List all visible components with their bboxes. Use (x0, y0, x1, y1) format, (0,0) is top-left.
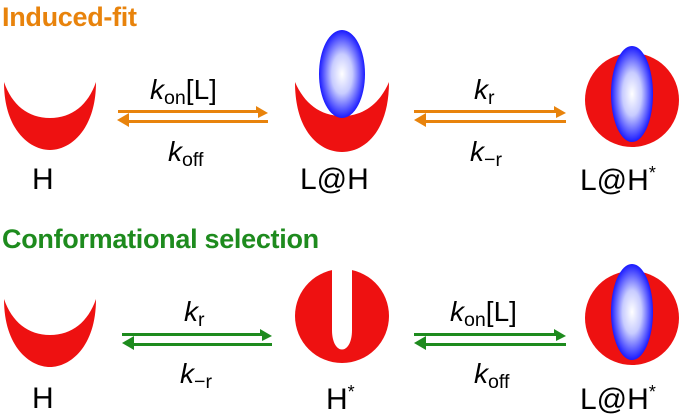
rate-label-kr: kr (474, 74, 495, 109)
species-label-LatH-star: L@H* (580, 382, 656, 416)
open-host-icon (4, 299, 96, 367)
species-label-LatH: L@H (300, 163, 369, 196)
rate-label-kon-L: kon[L] (150, 74, 217, 109)
equilibrium-arrow-conformational-change (122, 329, 272, 350)
ligand-in-closed-host-icon (585, 264, 679, 365)
species-label-H-star: H* (326, 382, 355, 416)
species-label-H: H (32, 163, 54, 196)
rate-label-koff: koff (168, 136, 204, 171)
closed-host-icon (295, 268, 389, 363)
species-label-H: H (32, 382, 54, 415)
rate-label-k-minus-r: k−r (470, 136, 502, 171)
ligand-in-closed-host-icon (585, 46, 679, 147)
ligand-in-open-host-icon (295, 30, 389, 152)
induced-fit-title: Induced-fit (2, 2, 137, 32)
open-host-icon (4, 82, 96, 150)
equilibrium-arrow-conformational-change (414, 106, 566, 127)
rate-label-k-minus-r: k−r (180, 358, 212, 393)
equilibrium-arrow-binding (117, 106, 268, 127)
species-label-LatH-star: L@H* (580, 163, 656, 197)
rate-label-kon-L: kon[L] (450, 296, 517, 331)
equilibrium-arrow-binding (414, 329, 566, 350)
rate-label-kr: kr (184, 296, 205, 331)
rate-label-koff: koff (474, 358, 510, 393)
conformational-selection-title: Conformational selection (2, 224, 319, 254)
